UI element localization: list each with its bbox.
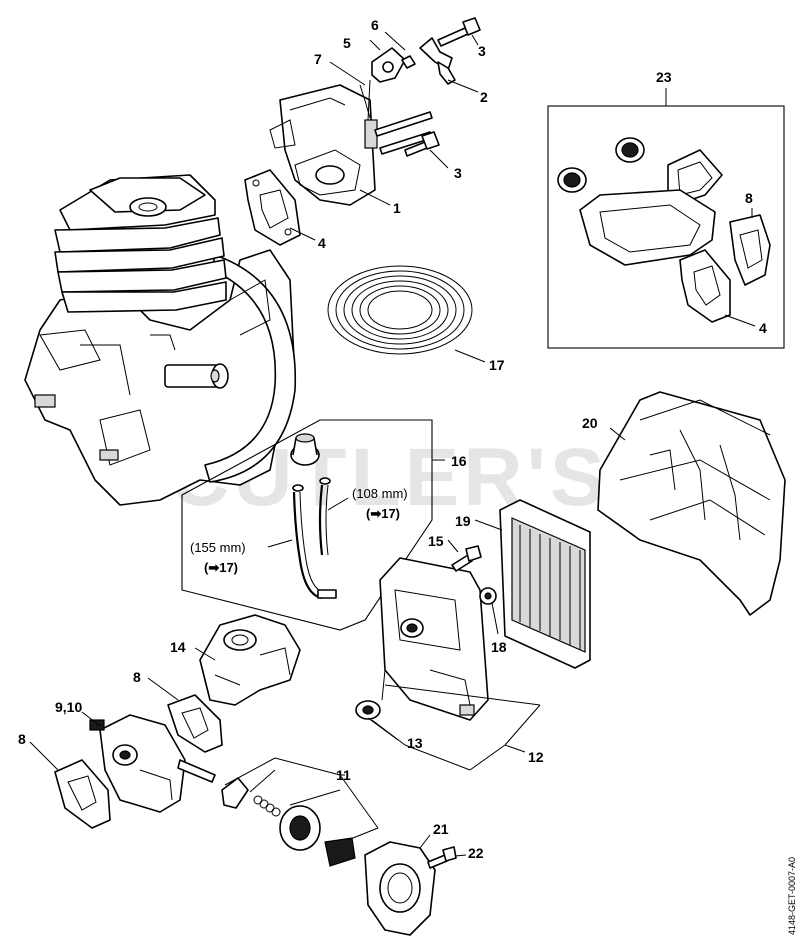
part-3-screw-upper bbox=[437, 17, 481, 47]
part-3-screw-lower bbox=[404, 131, 440, 157]
label-part-9-10: 9,10 bbox=[55, 699, 82, 715]
label-part-15: 15 bbox=[428, 533, 444, 549]
part-1-intake-cover bbox=[269, 84, 378, 206]
part-8-gasket-middle bbox=[167, 694, 223, 753]
label-part-1: 1 bbox=[393, 200, 401, 216]
part-13-grommet bbox=[355, 700, 381, 720]
hose-short-ref: (➡17) bbox=[366, 506, 400, 521]
label-part-11: 11 bbox=[336, 767, 351, 783]
part-22-screw bbox=[427, 846, 457, 869]
label-part-14: 14 bbox=[170, 639, 186, 655]
label-part-16: 16 bbox=[451, 453, 467, 469]
diagram-code: 4148-GET-0007-A0 bbox=[787, 857, 797, 935]
label-part-17: 17 bbox=[489, 357, 505, 373]
parts-5-6-7-lever bbox=[359, 47, 416, 121]
part-17-spiral bbox=[327, 265, 473, 355]
hose-long-ref: (➡17) bbox=[204, 560, 238, 575]
part-19-air-filter bbox=[499, 499, 591, 669]
label-part-21: 21 bbox=[433, 821, 449, 837]
label-part-7: 7 bbox=[314, 51, 322, 67]
label-part-3-upper: 3 bbox=[478, 43, 486, 59]
label-part-23: 23 bbox=[656, 69, 672, 85]
label-part-4-kit: 4 bbox=[759, 320, 767, 336]
label-part-8-lower: 8 bbox=[18, 731, 26, 747]
label-part-8-kit: 8 bbox=[745, 190, 753, 206]
label-part-5: 5 bbox=[343, 35, 351, 51]
label-part-4-left: 4 bbox=[318, 235, 326, 251]
part-12-carburetor-box bbox=[379, 557, 489, 721]
part-4-gasket-left bbox=[244, 169, 301, 246]
label-part-2: 2 bbox=[480, 89, 488, 105]
parts-9-10-carburetor bbox=[89, 714, 216, 813]
label-part-18: 18 bbox=[491, 639, 507, 655]
part-20-filter-cover bbox=[597, 391, 786, 616]
part-11-starter-parts bbox=[221, 777, 356, 867]
label-part-3-lower: 3 bbox=[454, 165, 462, 181]
label-part-22: 22 bbox=[468, 845, 484, 861]
part-14-bracket bbox=[199, 614, 301, 706]
label-part-13: 13 bbox=[407, 735, 423, 751]
label-part-20: 20 bbox=[582, 415, 598, 431]
part-2-clip bbox=[419, 37, 456, 85]
hose-short-length: (108 mm) bbox=[352, 486, 408, 501]
part-18-sleeve bbox=[479, 587, 497, 605]
part-21-starter-cover bbox=[364, 841, 436, 936]
hose-long-length: (155 mm) bbox=[190, 540, 246, 555]
label-part-8-middle: 8 bbox=[133, 669, 141, 685]
label-part-12: 12 bbox=[528, 749, 544, 765]
label-part-6: 6 bbox=[371, 17, 379, 33]
part-8-gasket-lower bbox=[54, 759, 111, 829]
part-15-screw bbox=[451, 545, 482, 572]
part-16-primer-hoses bbox=[290, 433, 337, 600]
kit-23-contents bbox=[557, 137, 771, 323]
cylinder-assembly bbox=[24, 174, 297, 506]
label-part-19: 19 bbox=[455, 513, 471, 529]
leader-lines bbox=[29, 31, 756, 857]
